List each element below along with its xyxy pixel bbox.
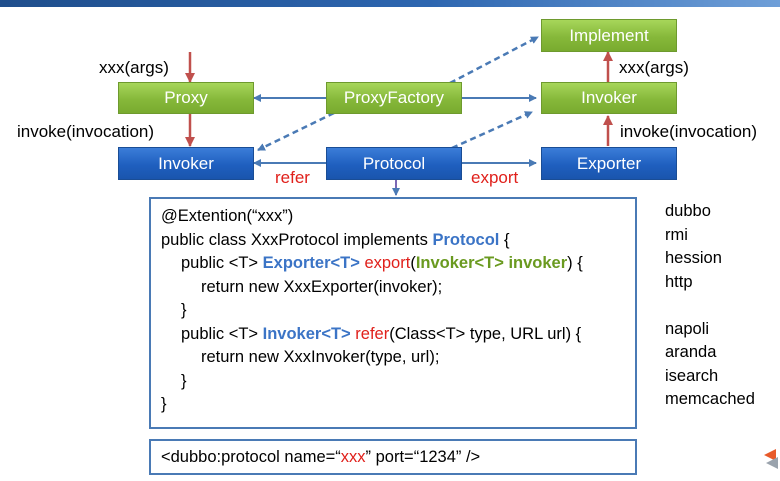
invoke-invocation-left-label: invoke(invocation)	[17, 122, 155, 141]
invoker-right-label: Invoker	[581, 88, 637, 107]
invoker-left-label: Invoker	[158, 153, 214, 173]
protocol-item: hession	[665, 249, 722, 267]
protocol-item: napoli	[665, 319, 710, 338]
protocol-item: dubbo	[665, 202, 711, 220]
code-line-export-return: return new XxxExporter(invoker);	[201, 277, 443, 296]
protocol-item: rmi	[665, 225, 688, 244]
xml-config-block: <dubbo:protocol name=“xxx” port=“1234” /…	[149, 439, 637, 475]
code-line-export-close: }	[181, 301, 187, 319]
code-line-annotation: @Extention(“xxx”)	[161, 207, 294, 225]
refer-label: refer	[275, 168, 310, 187]
exporter-node: Exporter	[541, 147, 677, 180]
protocol-list: dubbo rmi hession http napoli aranda ise…	[665, 200, 755, 412]
code-line-refer-close: }	[181, 371, 187, 390]
code-line-class-decl: public class XxxProtocol implements Prot…	[161, 230, 510, 249]
proxyfactory-label: ProxyFactory	[343, 88, 445, 107]
dashed-proxyfactory-to-invoker-left	[257, 111, 335, 152]
proxy-node: Proxy	[118, 82, 254, 114]
dashed-proxyfactory-to-implement	[449, 35, 539, 85]
proxy-label: Proxy	[164, 88, 208, 107]
protocol-item: memcached	[665, 390, 755, 408]
invoker-left-node: Invoker	[118, 147, 254, 180]
dashed-protocol-to-invoker-right	[451, 110, 533, 150]
protocol-node: Protocol	[326, 147, 462, 180]
code-line-class-close: }	[161, 395, 167, 413]
code-line-export-sig: public <T> Exporter<T> export(Invoker<T>…	[181, 254, 583, 272]
invoker-right-node: Invoker	[541, 82, 677, 114]
protocol-code-block: @Extention(“xxx”) public class XxxProtoc…	[149, 197, 637, 429]
protocol-item: aranda	[665, 343, 717, 361]
top-banner-bar	[0, 0, 780, 7]
export-label: export	[471, 168, 519, 187]
exporter-label: Exporter	[576, 153, 642, 173]
implement-node: Implement	[541, 19, 677, 52]
code-line-refer-sig: public <T> Invoker<T> refer(Class<T> typ…	[181, 324, 582, 343]
protocol-item: isearch	[665, 366, 719, 385]
proxyfactory-node: ProxyFactory	[326, 82, 462, 114]
xxx-args-left-label: xxx(args)	[99, 58, 169, 77]
protocol-label: Protocol	[362, 153, 426, 173]
xxx-args-right-label: xxx(args)	[619, 58, 689, 77]
corner-logo-icon	[764, 449, 778, 469]
protocol-item: http	[665, 272, 693, 291]
implement-label: Implement	[569, 25, 649, 45]
invoke-invocation-right-label: invoke(invocation)	[620, 122, 758, 141]
code-line-refer-return: return new XxxInvoker(type, url);	[201, 348, 440, 366]
